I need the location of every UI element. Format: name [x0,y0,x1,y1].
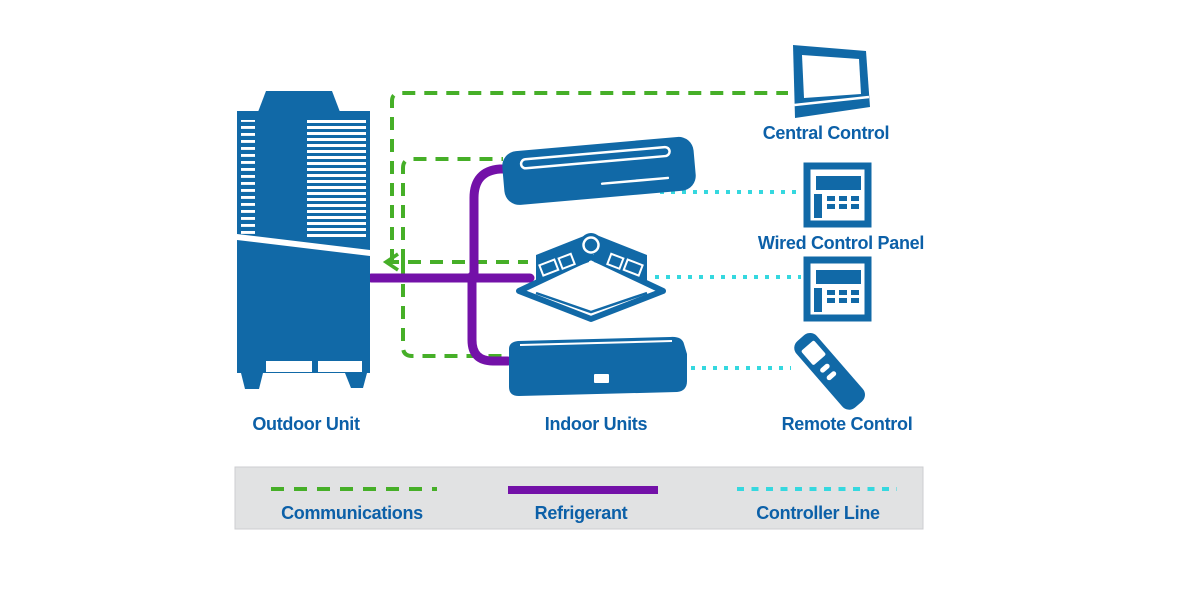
outdoor-unit-louvers-left [241,120,255,237]
central-control-label: Central Control [763,123,890,143]
refrigerant-branch-wall [467,271,513,366]
communications-line-central-control [390,91,788,262]
legend-refrigerant-label: Refrigerant [535,503,628,523]
node-labels: Outdoor Unit Indoor Units Central Contro… [252,123,924,434]
wired-control-panel-label: Wired Control Panel [758,233,924,253]
outdoor-unit-label: Outdoor Unit [252,414,360,434]
outdoor-unit-louvers-front [307,117,366,238]
communications-line-ceiling-unit [401,157,503,262]
outdoor-unit-icon [237,91,370,389]
ceiling-cassette-unit-icon [516,233,666,322]
communications-arrowhead-icon [382,252,399,272]
indoor-units-label: Indoor Units [545,414,648,434]
controller-lines [655,190,801,370]
wired-control-panel-icon-2 [807,260,868,318]
remote-control-label: Remote Control [782,414,913,434]
refrigerant-branch-ceiling [469,164,511,283]
communications-line-wall-unit [401,262,506,358]
devices [237,45,872,410]
wired-control-panel-icon-1 [803,162,872,228]
ceiling-suspended-unit-icon [502,136,696,205]
legend-refrigerant-line-sample [508,486,658,494]
refrigerant-lines [366,164,535,366]
central-control-monitor-icon [793,45,870,118]
legend-box [234,466,924,530]
communications-lines [386,91,788,358]
legend-controller-line-label: Controller Line [756,503,880,523]
remote-control-icon [794,332,865,410]
legend-communications-label: Communications [281,503,423,523]
legend: Communications Refrigerant Controller Li… [271,486,897,523]
wall-mounted-unit-icon [509,336,687,396]
